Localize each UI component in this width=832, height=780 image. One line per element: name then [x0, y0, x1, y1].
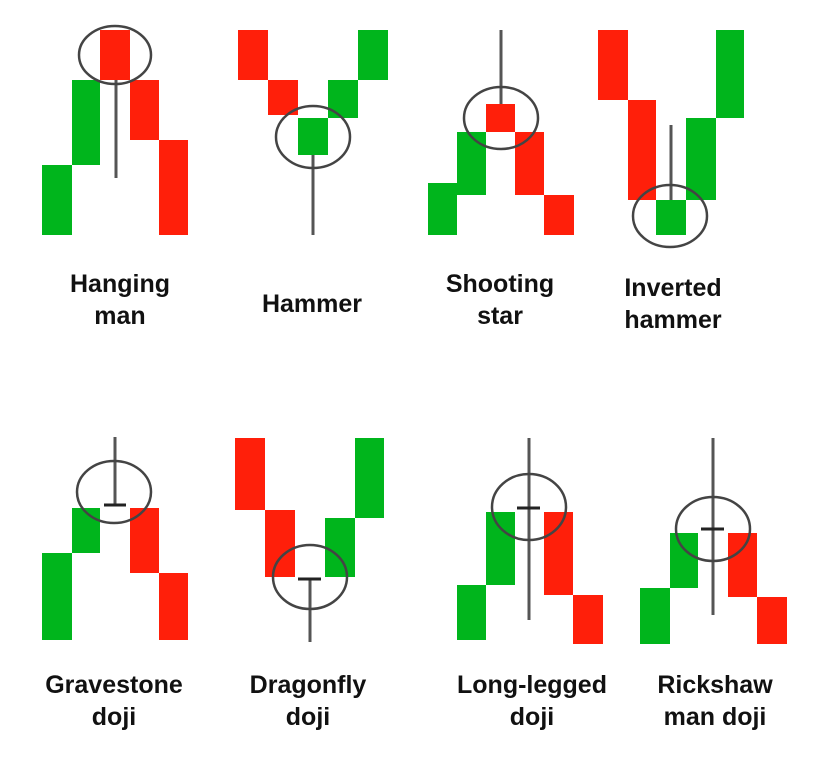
label-rickshaw-man-doji: Rickshaw man doji	[625, 669, 805, 733]
hammer-bull-candle	[298, 118, 328, 155]
gravestone-doji-bull-candle	[72, 508, 100, 553]
hammer-bear-candle	[238, 30, 268, 80]
hammer-highlight-circle	[274, 104, 352, 170]
label-hammer: Hammer	[222, 288, 402, 320]
long-legged-doji-bear-candle	[573, 595, 603, 644]
label-line: man doji	[663, 703, 767, 731]
hanging-man-bull-candle	[42, 165, 72, 235]
label-line: Long-legged	[457, 671, 607, 699]
hanging-man-bull-candle	[72, 80, 100, 165]
dragonfly-doji-bull-candle	[325, 518, 355, 577]
label-line: Hanging	[70, 270, 170, 298]
dragonfly-doji-bear-candle	[235, 438, 265, 510]
label-line: doji	[509, 703, 555, 731]
rickshaw-man-doji-bull-candle	[640, 588, 670, 644]
dragonfly-doji-bear-candle	[265, 510, 295, 577]
hanging-man-highlight-circle	[77, 24, 153, 86]
label-shooting-star: Shooting star	[410, 268, 590, 332]
label-inverted-hammer: Inverted hammer	[583, 272, 763, 336]
label-gravestone-doji: Gravestone doji	[24, 669, 204, 733]
long-legged-doji-bull-candle	[486, 512, 515, 585]
gravestone-doji-highlight-circle	[75, 459, 153, 525]
inverted-hammer-bull-candle	[716, 30, 744, 118]
shooting-star-highlight-circle	[462, 85, 540, 151]
inverted-hammer-bear-candle	[598, 30, 628, 100]
gravestone-doji-bear-candle	[159, 573, 188, 640]
label-line: Inverted	[624, 274, 722, 302]
label-line: Shooting	[445, 270, 555, 298]
label-line: doji	[285, 703, 331, 731]
long-legged-doji-bear-candle	[544, 512, 573, 595]
inverted-hammer-bull-candle	[656, 200, 686, 235]
label-line: hammer	[624, 306, 722, 334]
rickshaw-man-doji-bull-candle	[670, 533, 698, 588]
hanging-man-bear-candle	[130, 80, 159, 140]
hammer-bull-candle	[358, 30, 388, 80]
inverted-hammer-highlight-circle	[631, 183, 709, 249]
shooting-star-bull-candle	[428, 183, 457, 235]
hanging-man-bear-candle	[159, 140, 188, 235]
long-legged-doji-highlight-circle	[490, 472, 568, 542]
label-long-legged-doji: Long-legged doji	[442, 669, 622, 733]
label-line: Hammer	[261, 290, 363, 318]
label-dragonfly-doji: Dragonfly doji	[218, 669, 398, 733]
dragonfly-doji-highlight-circle	[271, 543, 349, 611]
rickshaw-man-doji-bear-candle	[757, 597, 787, 644]
label-line: man	[94, 302, 146, 330]
label-line: Rickshaw	[657, 671, 773, 699]
gravestone-doji-bull-candle	[42, 553, 72, 640]
hammer-bear-candle	[268, 80, 298, 115]
inverted-hammer-bull-candle	[686, 118, 716, 200]
label-line: star	[477, 302, 523, 330]
hanging-man-bear-candle	[100, 30, 130, 80]
shooting-star-bull-candle	[457, 132, 486, 195]
label-hanging-man: Hanging man	[30, 268, 210, 332]
rickshaw-man-doji-bear-candle	[728, 533, 757, 597]
long-legged-doji-bull-candle	[457, 585, 486, 640]
rickshaw-man-doji-highlight-circle	[674, 495, 752, 563]
label-line: Gravestone	[45, 671, 183, 699]
dragonfly-doji-bull-candle	[355, 438, 384, 518]
hammer-bull-candle	[328, 80, 358, 118]
shooting-star-bear-candle	[486, 104, 515, 132]
shooting-star-bear-candle	[544, 195, 574, 235]
label-line: doji	[91, 703, 137, 731]
label-line: Dragonfly	[249, 671, 367, 699]
inverted-hammer-bear-candle	[628, 100, 656, 200]
shooting-star-bear-candle	[515, 132, 544, 195]
